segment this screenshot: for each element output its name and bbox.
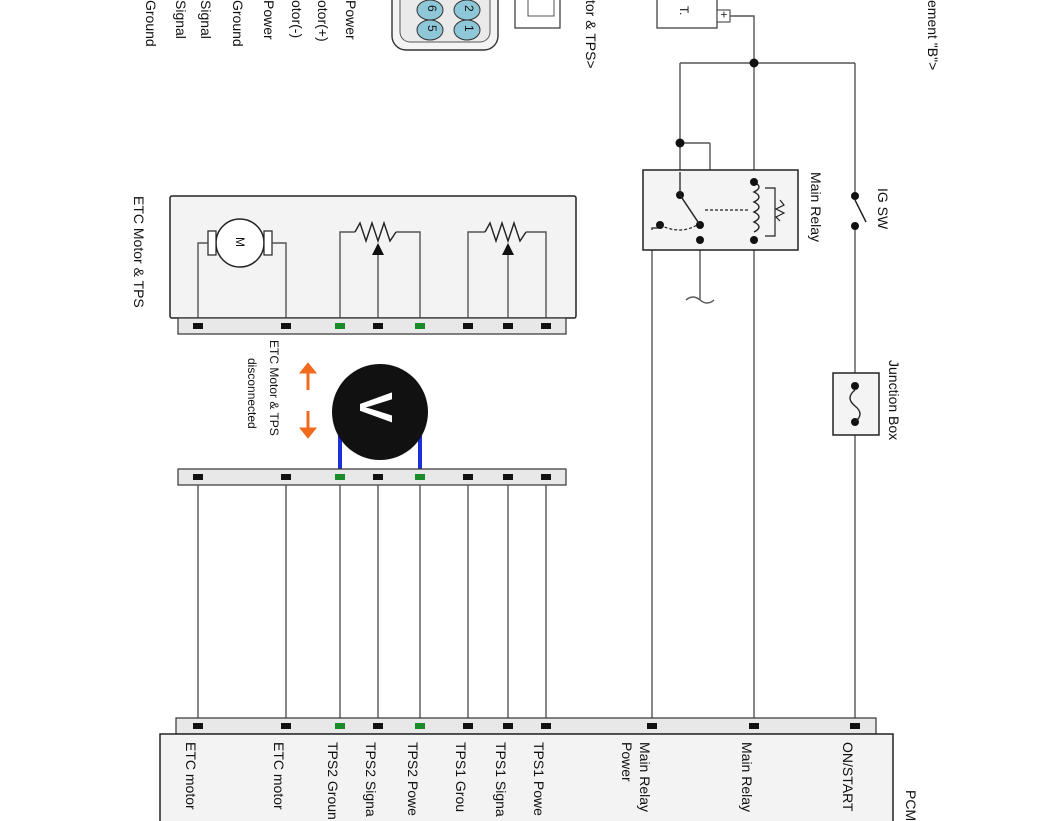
pcm-terminal-label: ON/START <box>840 742 856 812</box>
terminal-pin <box>503 323 513 329</box>
disconnected-note: ETC Motor & TPS <box>267 340 281 436</box>
harness-wires <box>197 485 547 718</box>
pcm-terminal-label: TPS2 Signa <box>363 742 379 817</box>
terminal-pin <box>850 723 860 729</box>
connector-pin-number: 6 <box>425 5 439 12</box>
pin-list-item: Signal <box>198 0 214 39</box>
main-relay <box>642 169 799 251</box>
pin-function-list: Ground Signal Signal Power otor(-) otor(… <box>143 0 359 47</box>
pcm-terminal-label: TPS1 Signa <box>493 742 509 817</box>
component-pins <box>193 323 551 329</box>
connector-pin-number: 5 <box>425 25 439 32</box>
terminal-pin <box>373 474 383 480</box>
pin-list-item: Ground <box>143 0 159 47</box>
voltmeter-symbol: V <box>350 392 402 423</box>
pcm-terminal-label: Main Relay <box>739 742 755 812</box>
harness-pins <box>193 474 551 480</box>
pcm-terminal-label: Main Relay <box>637 742 653 812</box>
component-terminal-strip <box>177 317 567 335</box>
terminal-pin <box>281 723 291 729</box>
main-relay-label: Main Relay <box>808 172 824 242</box>
terminal-pin <box>335 723 345 729</box>
pcm-terminal-label: TPS2 Groun <box>325 742 341 820</box>
pcm-terminal-label: Power <box>619 742 635 782</box>
pin-list-item: Signal <box>173 0 189 39</box>
terminal-pin <box>503 474 513 480</box>
pcm-label: PCM <box>903 790 919 821</box>
svg-text:+: + <box>717 11 731 18</box>
harness-terminal-strip <box>177 468 567 486</box>
battery-symbol: T. + <box>656 0 731 29</box>
terminal-pin <box>373 323 383 329</box>
pin-list-item: Power <box>261 0 277 40</box>
connector-pin-number: 1 <box>462 25 476 32</box>
junction-box-label: Junction Box <box>886 360 902 440</box>
terminal-pin <box>193 323 203 329</box>
terminal-pin <box>463 474 473 480</box>
voltmeter <box>332 364 428 476</box>
etc-motor-tps-component <box>169 195 577 319</box>
connector-face: 2 1 6 5 <box>391 0 561 51</box>
svg-text:T.: T. <box>677 6 691 15</box>
terminal-pin <box>335 323 345 329</box>
pcm-pins <box>193 723 860 729</box>
terminal-pin <box>281 323 291 329</box>
pcm-terminal-label: TPS1 Powe <box>531 742 547 816</box>
power-wires <box>651 15 856 728</box>
pcm-terminal-labels: ETC motor ETC motor TPS2 Groun TPS2 Signa TP… <box>183 742 856 820</box>
terminal-pin <box>415 474 425 480</box>
connector-pin-number: 2 <box>462 5 476 12</box>
etc-motor-tps-label: ETC Motor & TPS <box>131 196 147 308</box>
terminal-pin <box>193 723 203 729</box>
ig-sw-label: IG SW <box>875 188 891 230</box>
pcm-terminal-label: TPS2 Powe <box>405 742 421 816</box>
connector-title-fragment: tor & TPS> <box>583 0 599 69</box>
terminal-pin <box>463 723 473 729</box>
terminal-pin <box>281 474 291 480</box>
ig-switch <box>851 192 867 230</box>
terminal-pin <box>415 323 425 329</box>
terminal-pin <box>335 474 345 480</box>
disconnect-arrows <box>298 362 318 439</box>
terminal-pin <box>463 323 473 329</box>
element-title-fragment: ement "B"> <box>925 0 941 70</box>
junction-box <box>832 372 880 436</box>
terminal-pin <box>749 723 759 729</box>
motor-symbol: M <box>233 237 247 247</box>
pin-list-item: Ground <box>230 0 246 47</box>
terminal-pin <box>193 474 203 480</box>
pcm-terminal-label: TPS1 Grou <box>453 742 469 812</box>
pin-list-item: Power <box>343 0 359 40</box>
pcm-terminal-label: ETC motor <box>271 742 287 810</box>
terminal-pin <box>541 723 551 729</box>
pin-list-item: otor(+) <box>315 0 331 42</box>
pcm-terminal-label: ETC motor <box>183 742 199 810</box>
pcm-box <box>159 733 894 821</box>
terminal-pin <box>373 723 383 729</box>
terminal-pin <box>647 723 657 729</box>
terminal-pin <box>541 474 551 480</box>
pin-list-item: otor(-) <box>289 0 305 38</box>
terminal-pin <box>415 723 425 729</box>
disconnected-note: disconnected <box>245 358 259 429</box>
terminal-pin <box>541 323 551 329</box>
terminal-pin <box>503 723 513 729</box>
